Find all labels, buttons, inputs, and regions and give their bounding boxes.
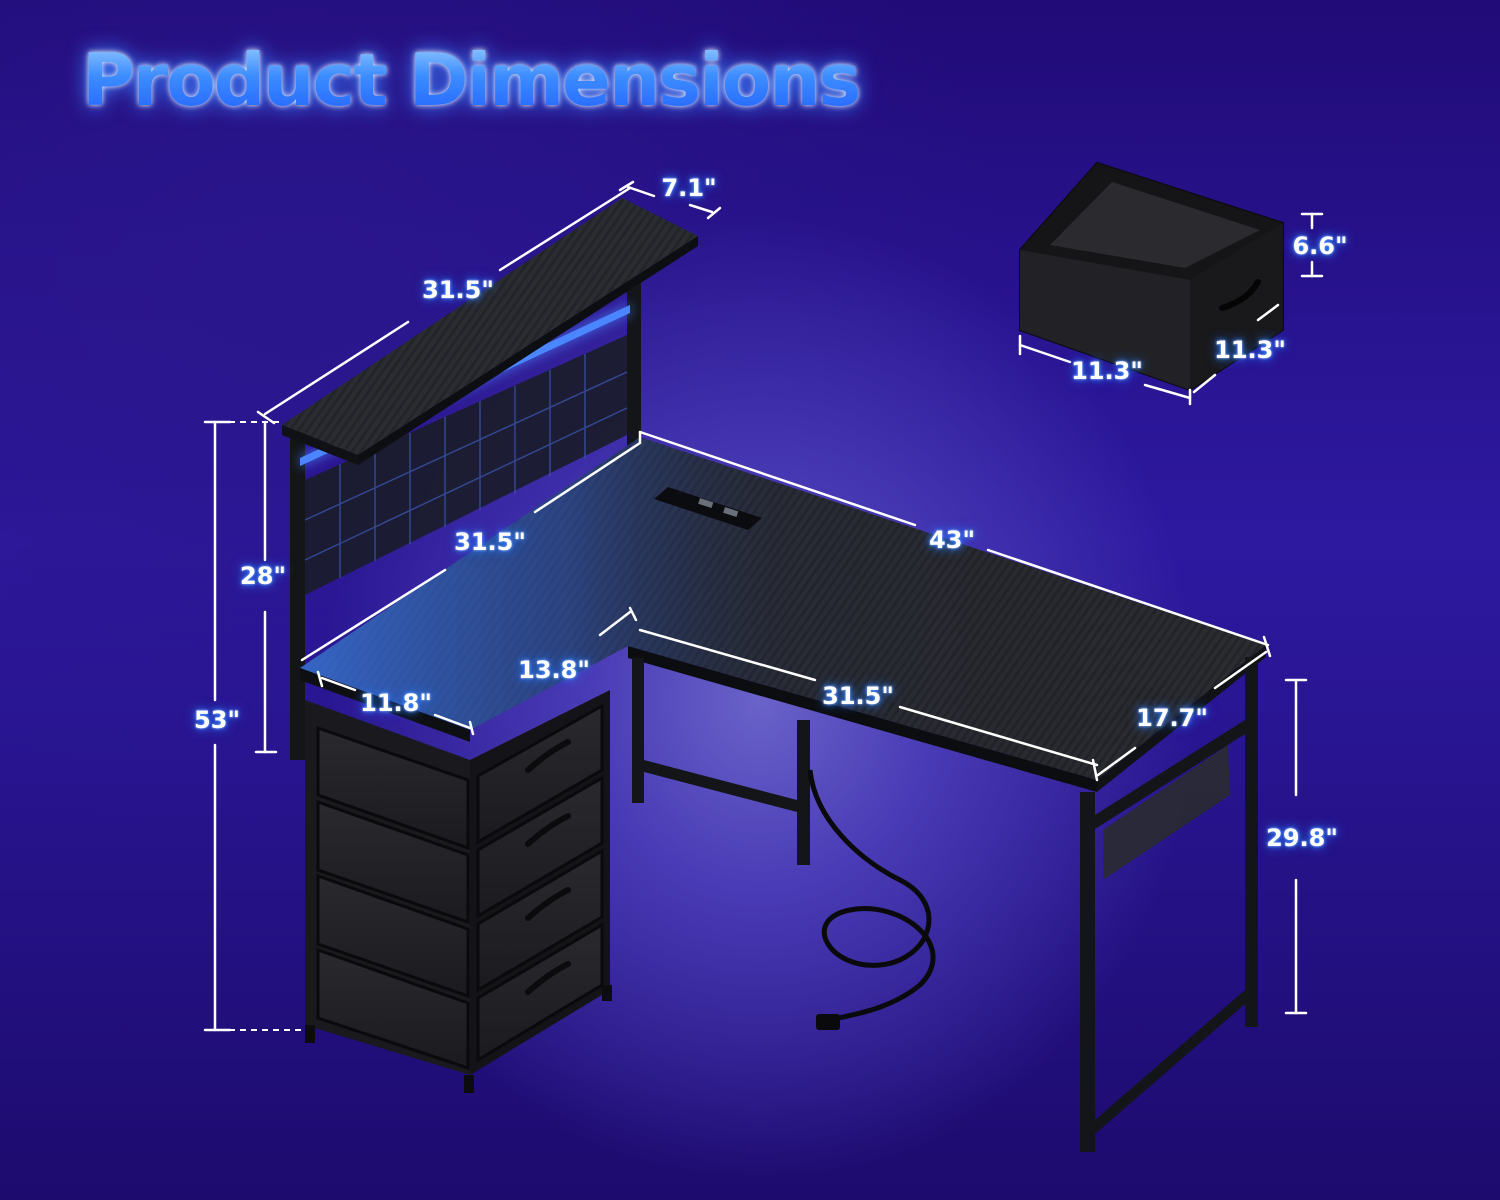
dimension-drawer-width: 11.3": [1071, 357, 1143, 385]
desk-frame: [632, 657, 1258, 1152]
dimension-total-height: 53": [194, 706, 240, 734]
dimension-right-desk-depth: 17.7": [1136, 704, 1208, 732]
dimension-left-desk-depth: 11.8": [360, 689, 432, 717]
l-shaped-desk: [282, 198, 1266, 1152]
dimension-shelf-depth: 7.1": [661, 174, 717, 202]
page-title: Product Dimensions: [82, 38, 861, 122]
plug-icon: [816, 1014, 840, 1030]
power-cord: [807, 769, 936, 1023]
dimension-left-desk-length: 31.5": [454, 528, 526, 556]
dimension-shelf-width: 31.5": [422, 276, 494, 304]
hutch-post-left: [290, 430, 305, 760]
top-shelf: [282, 198, 698, 455]
fabric-drawer: [1019, 161, 1284, 392]
drawer-pull-handle: [1219, 279, 1261, 311]
dimension-inner-return: 13.8": [518, 656, 590, 684]
hutch-post-right: [627, 275, 641, 490]
power-strip: [654, 487, 762, 530]
dimension-drawer-height: 6.6": [1292, 232, 1348, 260]
dimension-desk-height: 29.8": [1266, 824, 1338, 852]
drawer-cabinet: [305, 690, 612, 1093]
side-storage-bag: [1103, 745, 1230, 880]
drawer-handles: [525, 739, 571, 995]
dimension-guide-dashes: [218, 421, 305, 1031]
pegboard-grid: [304, 354, 628, 578]
dimension-hutch-height: 28": [240, 562, 286, 590]
pegboard: [305, 335, 627, 595]
dimension-drawer-depth: 11.3": [1214, 336, 1286, 364]
dimension-inner-desk-length: 31.5": [822, 682, 894, 710]
dimension-lines: [203, 180, 1324, 1032]
dimension-right-desk-length: 43": [929, 526, 975, 554]
